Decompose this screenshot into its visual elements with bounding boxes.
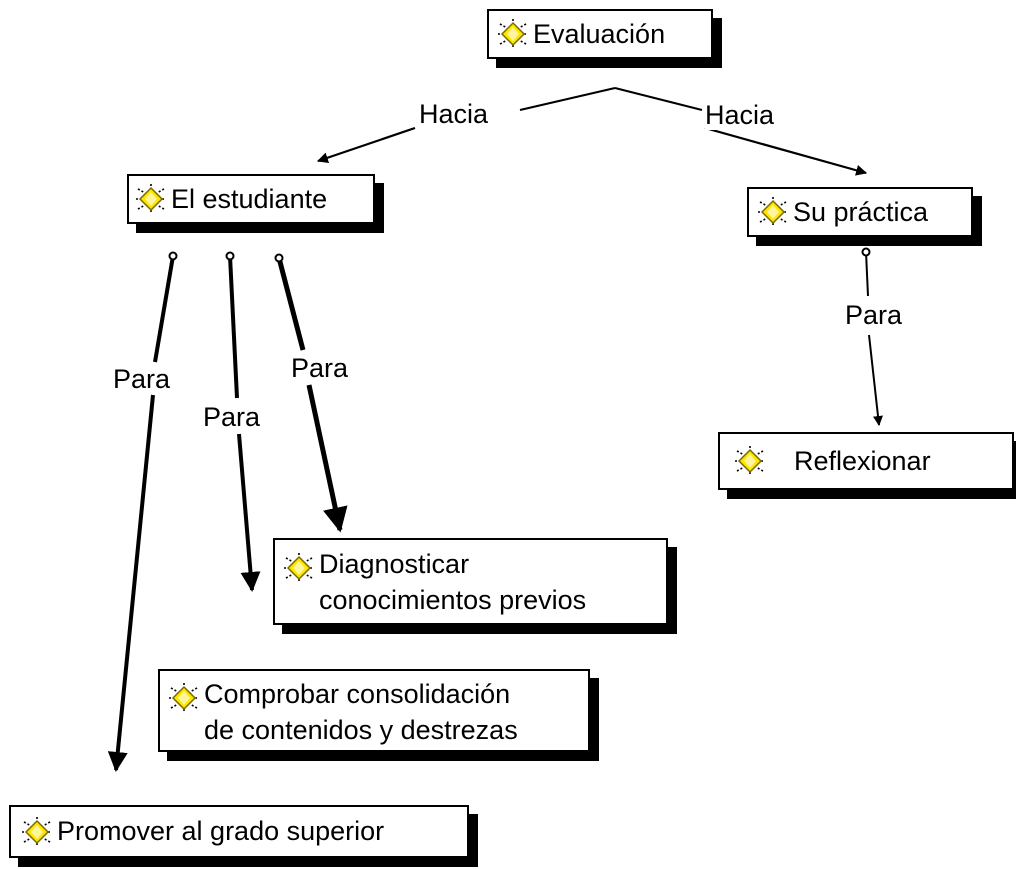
- node-comprobar[interactable]: Comprobar consolidación de contenidos y …: [158, 669, 590, 752]
- node-label-line1: Diagnosticar: [319, 549, 470, 579]
- link-para-promover: [107, 394, 155, 772]
- node-label: Diagnosticar conocimientos previos: [319, 546, 666, 618]
- node-label: Comprobar consolidación de contenidos y …: [204, 676, 588, 748]
- link-estudiante-para-promover: [153, 255, 175, 363]
- node-label-line2: conocimientos previos: [319, 585, 587, 615]
- node-el-estudiante[interactable]: El estudiante: [127, 174, 375, 224]
- link-estudiante-para-promover-start: [168, 251, 178, 261]
- link-estudiante-para-comprobar: [228, 255, 239, 399]
- link-label-para-diagnosticar: Para: [291, 353, 349, 383]
- node-evaluacion[interactable]: Evaluación: [487, 9, 713, 59]
- link-label-hacia-practica: Hacia: [705, 100, 775, 130]
- link-estudiante-para-comprobar-start: [225, 251, 235, 261]
- link-para-diagnosticar: [306, 384, 348, 533]
- link-practica-para-start: [861, 247, 871, 257]
- node-label: Su práctica: [793, 196, 929, 227]
- node-label: Promover al grado superior: [57, 816, 385, 846]
- link-para-reflexionar: [868, 334, 883, 426]
- link-label-hacia-estudiante: Hacia: [419, 99, 489, 129]
- link-hacia-practica: [704, 126, 868, 176]
- bug-sparkle-icon: [21, 816, 53, 848]
- node-label-line1: Comprobar consolidación: [204, 679, 511, 709]
- node-label-line2: de contenidos y destrezas: [204, 715, 518, 745]
- link-evaluacion-hacia-right: [614, 87, 703, 111]
- node-diagnosticar[interactable]: Diagnosticar conocimientos previos: [273, 538, 668, 625]
- link-label-para-comprobar: Para: [203, 402, 261, 432]
- node-reflexionar[interactable]: Reflexionar: [718, 432, 1014, 490]
- bug-sparkle-icon: [734, 445, 766, 477]
- link-label-para-promover: Para: [113, 364, 171, 394]
- link-estudiante-para-diagnosticar-start: [274, 253, 284, 263]
- link-evaluacion-hacia-left: [519, 87, 616, 111]
- bug-sparkle-icon: [497, 18, 529, 50]
- node-label: Reflexionar: [794, 445, 931, 476]
- link-estudiante-para-diagnosticar: [276, 257, 306, 351]
- node-su-practica[interactable]: Su práctica: [747, 187, 973, 237]
- node-promover[interactable]: Promover al grado superior: [9, 805, 469, 858]
- link-hacia-estudiante: [316, 126, 416, 164]
- bug-sparkle-icon: [757, 196, 789, 228]
- bug-sparkle-icon: [283, 552, 315, 584]
- link-practica-para: [865, 251, 869, 297]
- link-label-para-reflexionar: Para: [845, 300, 903, 330]
- link-para-comprobar: [237, 433, 261, 592]
- bug-sparkle-icon: [135, 183, 167, 215]
- bug-sparkle-icon: [168, 682, 200, 714]
- node-label: Evaluación: [533, 18, 666, 49]
- node-label: El estudiante: [171, 183, 328, 214]
